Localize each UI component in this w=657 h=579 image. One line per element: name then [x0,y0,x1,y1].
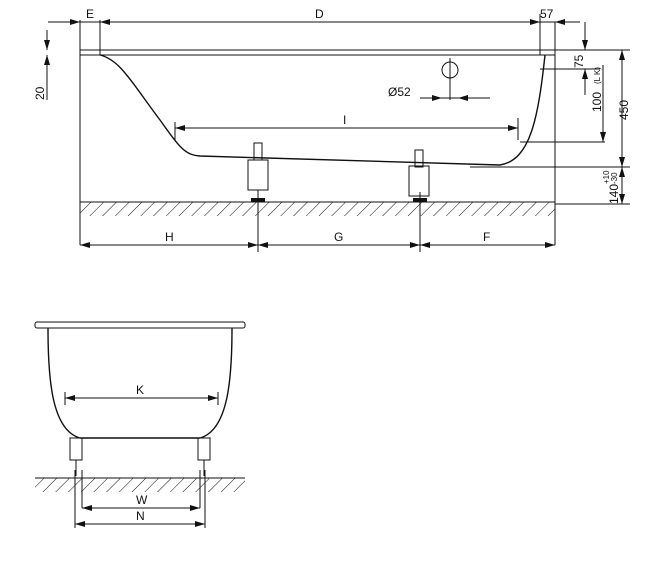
floor-hatch [35,478,245,492]
label-tol-minus: -30 [610,172,619,184]
label-n: N [136,509,145,523]
tub-profile [99,54,546,166]
label-h: H [165,230,174,244]
label-tol-plus: +10 [602,170,611,184]
label-f: F [483,230,490,244]
label-d: D [315,7,324,21]
label-140: 140 [607,184,621,204]
label-450: 450 [617,100,631,120]
floor-hatch [80,202,555,216]
rim [34,321,246,329]
label-75: 75 [572,54,586,68]
label-e: E [86,7,94,21]
foot-right [408,149,430,202]
end-view: K W N [34,321,246,528]
label-57: 57 [540,7,554,21]
label-20: 20 [33,86,47,100]
side-view: E D 57 20 75 100 (L K) 450 140 +10 -30 Ø… [33,7,631,252]
tub-bowl [47,327,233,439]
foot-right [197,437,211,476]
label-k: K [136,383,144,397]
foot-left [247,142,269,202]
label-g: G [334,230,343,244]
foot-left [69,437,83,476]
label-w: W [136,493,148,507]
label-100-note: (L K) [593,67,602,84]
label-i: I [343,113,346,127]
label-drain: Ø52 [388,85,411,99]
label-100: 100 [590,92,604,112]
